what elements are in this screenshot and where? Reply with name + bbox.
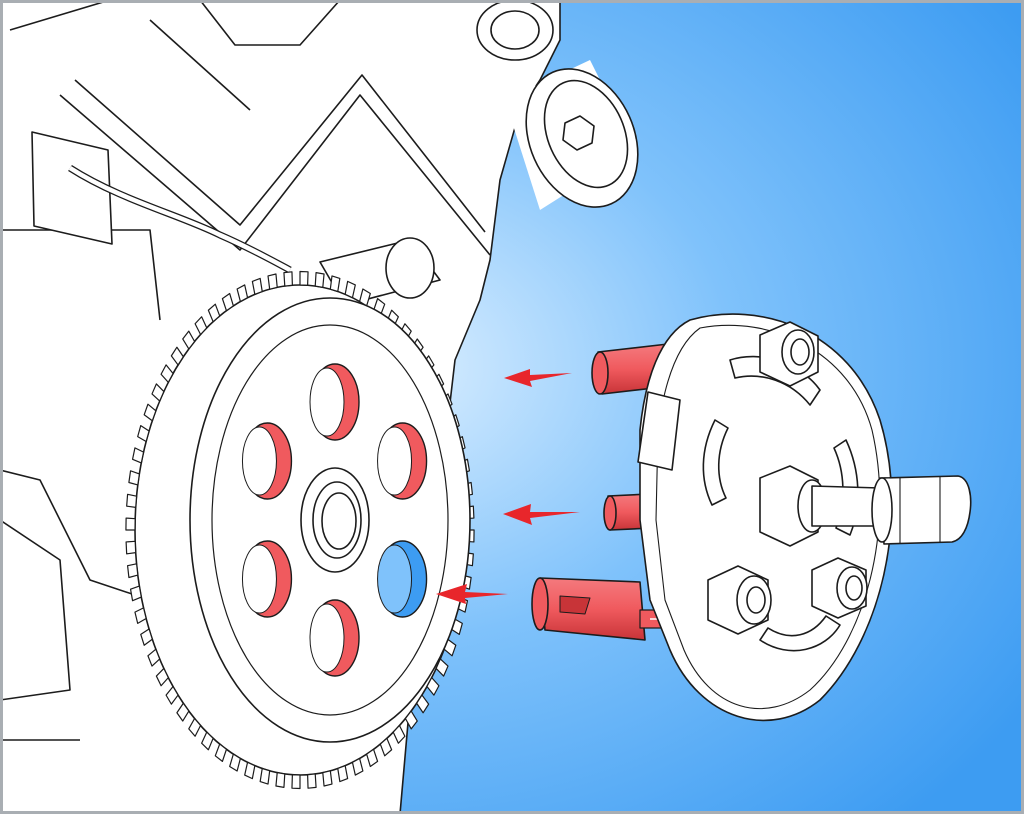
gear-tooth (125, 517, 136, 531)
gear-lightening-holes (241, 363, 428, 677)
gear-tooth (329, 275, 341, 293)
lightening-hole (377, 540, 428, 618)
gear-tooth (207, 303, 221, 323)
locating-pin-lower (539, 577, 646, 641)
curved-slot (702, 419, 729, 506)
gear-tooth (392, 724, 406, 744)
gear-tooth (221, 292, 234, 312)
arrow-lower (436, 584, 508, 604)
locking-tool (531, 313, 972, 722)
gear-tooth (426, 677, 440, 696)
gear-tooth (244, 761, 256, 780)
bracket-plate (31, 131, 113, 245)
gear-tooth (126, 493, 138, 508)
gear-tooth (137, 424, 150, 443)
timing-gear (125, 270, 475, 790)
lightening-hole (309, 363, 360, 441)
gear-tooth (143, 403, 157, 422)
lightening-hole (241, 540, 293, 618)
gear-tooth (165, 685, 179, 705)
gear-tooth (128, 470, 140, 486)
gear-tooth (267, 273, 278, 290)
gear-tooth (379, 737, 393, 757)
gear-tooth (131, 447, 145, 464)
gear-tooth (322, 770, 333, 787)
gear-tooth (435, 658, 449, 677)
gear-tooth (147, 648, 161, 667)
drive-head (879, 475, 972, 545)
gear-tooth (140, 628, 153, 646)
gear-tooth (126, 563, 139, 579)
lightening-hole (377, 422, 428, 500)
gear-tooth (404, 710, 418, 730)
gear-teeth (125, 270, 475, 790)
gear-tooth (194, 316, 208, 336)
gear-tooth (134, 607, 147, 624)
gear-tooth (155, 667, 169, 687)
lightening-hole (309, 599, 360, 677)
gear-tooth (314, 272, 325, 288)
gear-tooth (214, 743, 228, 762)
nut-top (759, 321, 819, 387)
gear-tooth (259, 767, 271, 785)
gear-tooth (416, 694, 430, 714)
gear-tooth (182, 330, 196, 350)
gear-tooth (251, 277, 263, 295)
gear-tooth (307, 773, 317, 789)
gear-tooth (283, 271, 293, 287)
gear-tooth (229, 753, 241, 772)
lower-boss (385, 237, 435, 299)
gear-tooth (291, 774, 301, 790)
gear-tooth (176, 702, 190, 722)
gear-tooth (236, 284, 249, 303)
gear-tooth (188, 717, 202, 737)
gear-tooth (351, 757, 364, 776)
arrow-group (436, 369, 580, 604)
gear-tooth (170, 346, 184, 366)
hex-socket-icon (562, 115, 595, 151)
gear-tooth (201, 731, 214, 751)
gear-tooth (125, 540, 137, 555)
lightening-hole (241, 422, 293, 500)
gear-tooth (344, 280, 356, 299)
arrow-upper (504, 369, 572, 387)
locating-pin-upper-tip (591, 351, 609, 395)
nut-left-bottom (707, 565, 772, 635)
center-drive-bolt (759, 465, 972, 547)
nut-right-bottom (811, 557, 868, 619)
gear-tooth (337, 765, 349, 783)
gear-tooth (151, 383, 165, 402)
gear-tooth (160, 364, 174, 383)
arrow-middle (503, 504, 580, 525)
curved-slot (759, 615, 841, 652)
gear-tooth (129, 585, 142, 602)
gear-tooth (366, 748, 379, 768)
gear-tooth (275, 772, 286, 788)
gear-tooth (299, 270, 309, 286)
